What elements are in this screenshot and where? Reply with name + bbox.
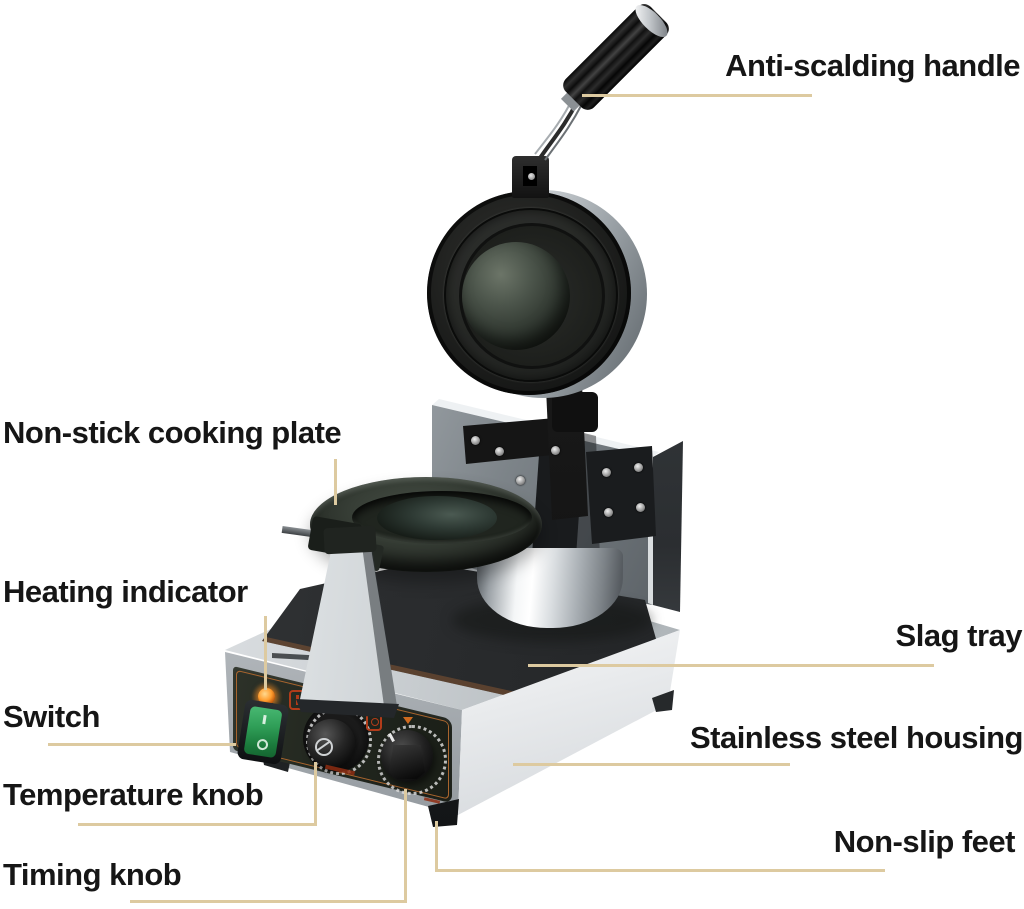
callout-line-switch — [48, 743, 236, 746]
label-heating-indicator: Heating indicator — [3, 574, 248, 609]
callout-line-timing — [404, 789, 407, 903]
upper-plate-dome — [462, 242, 570, 350]
screw-icon — [634, 463, 643, 472]
power-switch-rocker[interactable] — [243, 705, 283, 759]
screw-icon — [636, 503, 645, 512]
callout-line-temperature — [314, 762, 317, 826]
callout-line-handle — [582, 94, 812, 97]
temperature-knob-emblem — [315, 738, 333, 756]
screw-icon — [604, 508, 613, 517]
timing-dial-ticks — [377, 725, 447, 795]
label-temperature-knob: Temperature knob — [3, 777, 264, 812]
screw-icon — [551, 446, 560, 455]
label-non-slip-feet: Non-slip feet — [833, 824, 1016, 859]
callout-line-feet — [437, 869, 885, 872]
screw-icon — [528, 173, 535, 180]
lower-plate-bowl — [377, 496, 497, 540]
hinge-knuckle — [552, 392, 598, 432]
screw-icon — [516, 476, 525, 485]
callout-line-cooking-plate — [334, 459, 337, 505]
callout-line-heating-indicator — [264, 616, 267, 690]
screw-icon — [471, 436, 480, 445]
label-slag-tray: Slag tray — [895, 618, 1023, 653]
timer-marker-icon — [403, 717, 413, 724]
power-switch[interactable] — [236, 698, 290, 766]
timing-knob-grip[interactable] — [389, 745, 425, 779]
callout-line-slag-tray — [528, 664, 934, 667]
screw-icon — [495, 447, 504, 456]
callout-line-timing — [130, 900, 407, 903]
bracket-clamp — [323, 525, 377, 555]
label-timing-knob: Timing knob — [3, 857, 182, 892]
label-switch: Switch — [3, 699, 100, 734]
callout-line-housing — [513, 763, 790, 766]
heating-icon — [289, 690, 307, 710]
plate-latch-pin — [281, 525, 313, 538]
label-non-stick-cooking-plate: Non-stick cooking plate — [3, 415, 342, 450]
screw-icon — [602, 468, 611, 477]
timer-icon — [366, 713, 382, 731]
callout-line-temperature — [78, 823, 317, 826]
callout-line-feet — [435, 821, 438, 872]
label-anti-scalding-handle: Anti-scalding handle — [725, 48, 1020, 83]
label-stainless-steel-housing: Stainless steel housing — [689, 720, 1024, 755]
lower-plate-drum — [477, 548, 623, 628]
